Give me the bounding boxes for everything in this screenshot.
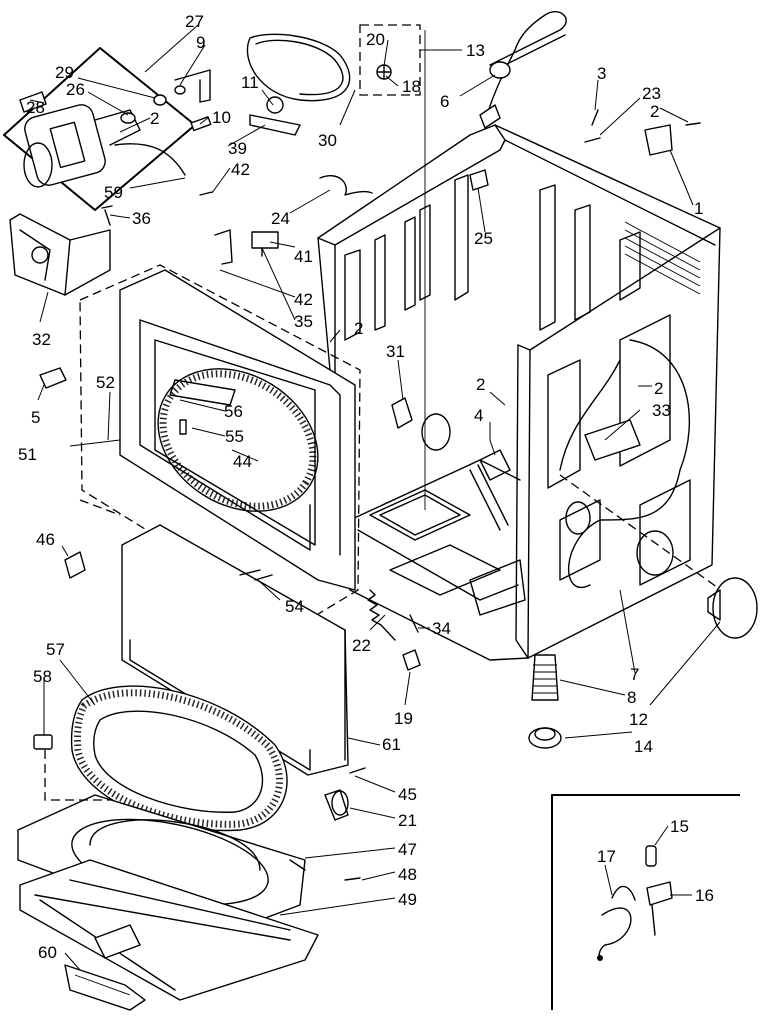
callout-57: 57: [46, 640, 65, 659]
callout-59: 59: [104, 183, 123, 202]
callout-11: 11: [241, 73, 259, 92]
callout-55: 55: [225, 427, 244, 446]
callout-2-c: 2: [354, 319, 363, 338]
thermostat-group: [214, 229, 279, 265]
callout-9: 9: [196, 33, 205, 52]
callout-58: 58: [33, 667, 52, 686]
callout-30: 30: [318, 131, 337, 150]
callout-5: 5: [31, 408, 40, 427]
part-32-bracket: [9, 213, 111, 296]
callout-23: 23: [642, 84, 661, 103]
part-33-plate: [584, 419, 641, 461]
callout-18: 18: [402, 77, 421, 96]
callout-1: 1: [694, 199, 703, 218]
callout-49: 49: [398, 890, 417, 909]
part-5-clip: [39, 367, 67, 389]
callout-10: 10: [212, 108, 231, 127]
callout-7: 7: [630, 665, 639, 684]
callout-13: 13: [466, 41, 485, 60]
callout-32: 32: [32, 330, 51, 349]
toe-panel: [79, 499, 349, 776]
callout-27: 27: [185, 12, 204, 31]
callout-2-b: 2: [650, 102, 659, 121]
callout-15: 15: [670, 817, 689, 836]
callout-36: 36: [132, 209, 151, 228]
callout-52: 52: [96, 373, 115, 392]
callout-48: 48: [398, 865, 417, 884]
callout-2-e: 2: [654, 379, 663, 398]
callout-45: 45: [398, 785, 417, 804]
motor-assembly-group: [3, 33, 351, 226]
callout-21: 21: [398, 811, 417, 830]
callout-20: 20: [366, 30, 385, 49]
callout-8: 8: [627, 688, 636, 707]
callout-24: 24: [271, 209, 290, 228]
callout-6: 6: [440, 92, 449, 111]
callout-42-a: 42: [231, 160, 250, 179]
callout-29: 29: [55, 63, 74, 82]
callout-61: 61: [382, 735, 401, 754]
power-cord-group: [359, 11, 701, 191]
callout-2-a: 2: [150, 109, 159, 128]
callout-42-b: 42: [294, 290, 313, 309]
callout-51: 51: [18, 445, 37, 464]
callout-46: 46: [36, 530, 55, 549]
callout-26: 26: [66, 80, 85, 99]
callout-12: 12: [629, 710, 648, 729]
callout-22: 22: [352, 636, 371, 655]
leader-lines: [29, 24, 721, 971]
callout-47: 47: [398, 840, 417, 859]
part-19: [402, 649, 421, 671]
callout-56: 56: [224, 402, 243, 421]
door-assembly: [17, 685, 366, 1011]
front-panel-assembly: [79, 264, 361, 626]
callout-35: 35: [294, 312, 313, 331]
part-12-cap: [707, 577, 758, 639]
callout-34: 34: [432, 619, 451, 638]
part-22-spring: [367, 589, 396, 641]
callout-54: 54: [285, 597, 304, 616]
callout-2-d: 2: [476, 375, 485, 394]
callout-3: 3: [597, 64, 606, 83]
callout-14: 14: [634, 737, 653, 756]
callout-labels: 27 9 29 26 28 10 2 39 11 30 20 18 13 6 3…: [18, 12, 714, 962]
callout-19: 19: [394, 709, 413, 728]
callout-41: 41: [294, 247, 313, 266]
callout-17: 17: [597, 847, 616, 866]
leveling-feet: [528, 654, 562, 749]
part-24-wire: [319, 175, 373, 196]
callout-4: 4: [474, 406, 483, 425]
callout-25: 25: [474, 229, 493, 248]
cabinet: [317, 30, 736, 661]
callout-39: 39: [228, 139, 247, 158]
inset-detail: [551, 794, 740, 1010]
callout-28: 28: [26, 98, 45, 117]
callout-60: 60: [38, 943, 57, 962]
callout-33: 33: [652, 401, 671, 420]
part-46: [64, 551, 86, 579]
callout-16: 16: [695, 886, 714, 905]
part-31-hinge: [391, 397, 413, 429]
callout-44: 44: [233, 452, 252, 471]
callout-31: 31: [386, 342, 405, 361]
